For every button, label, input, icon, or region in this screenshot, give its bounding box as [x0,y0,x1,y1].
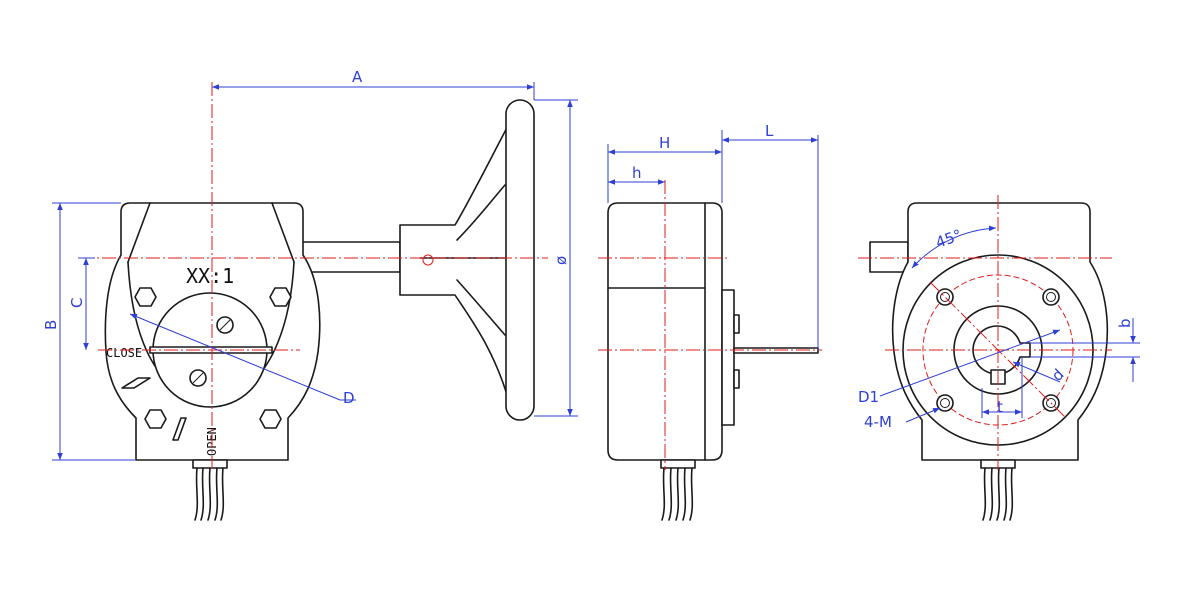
side-flange-bolt-top [733,314,740,334]
handwheel-spoke-upper [456,184,506,241]
bolt-hole-top-right [1042,288,1060,306]
dial-screw-lower [189,369,207,387]
hex-bolt-top-left [134,287,157,307]
dim-angle-arc [911,225,997,269]
dim-b-text: b [1116,318,1134,328]
open-direction-mark [172,417,187,441]
dim-L-text: L [765,122,774,140]
dial-screw-upper [216,316,234,334]
dim-D-leader [129,313,341,401]
hex-bolt-bottom-left [144,409,167,429]
handwheel-hub [399,121,511,406]
input-shaft [299,241,401,273]
terminal-block [192,459,228,469]
housing-cover-line [127,202,151,263]
front-view: XX:1 CLOSE OPEN A B C D ø [42,68,578,521]
handwheel-rim [505,99,535,421]
rear-input-shaft [869,241,909,273]
side-wire-bundle [661,467,694,521]
dim-M-leader [905,407,941,423]
side-housing [607,202,723,461]
dim-D1-text: D1 [858,388,879,406]
dim-A-text: A [352,68,363,86]
dim-d-line [1012,361,1061,383]
handwheel-spoke-lower [456,279,506,336]
dim-D-text: D [343,389,355,407]
handwheel-nut [422,254,434,266]
dim-C-text: C [68,298,86,308]
rear-view: 45° b d t D1 4-M [858,195,1140,521]
dim-M-text: 4-M [864,413,892,431]
rear-wire-bundle [982,467,1014,521]
wire-bundle [194,467,225,521]
side-flange-bolt-bottom [733,369,740,389]
housing-cover-line-right [271,202,295,263]
dim-H-text: H [659,134,670,152]
rear-diagonal-centerline [929,281,1067,419]
bolt-hole-bottom-left [936,394,954,412]
hex-bolt-top-right [269,287,292,307]
close-direction-mark [121,377,151,389]
hex-bolt-bottom-right [259,409,282,429]
dim-phi-text: ø [552,256,570,265]
dim-B-text: B [42,320,60,330]
dim-h-text: h [632,164,642,182]
side-terminal-block [660,459,696,469]
side-view: H h L [598,122,822,521]
ratio-label: XX:1 [186,264,234,288]
dim-D1-leader [879,329,1061,397]
side-flange [721,289,735,426]
close-label: CLOSE [106,346,142,360]
dim-t-text: t [997,398,1003,416]
